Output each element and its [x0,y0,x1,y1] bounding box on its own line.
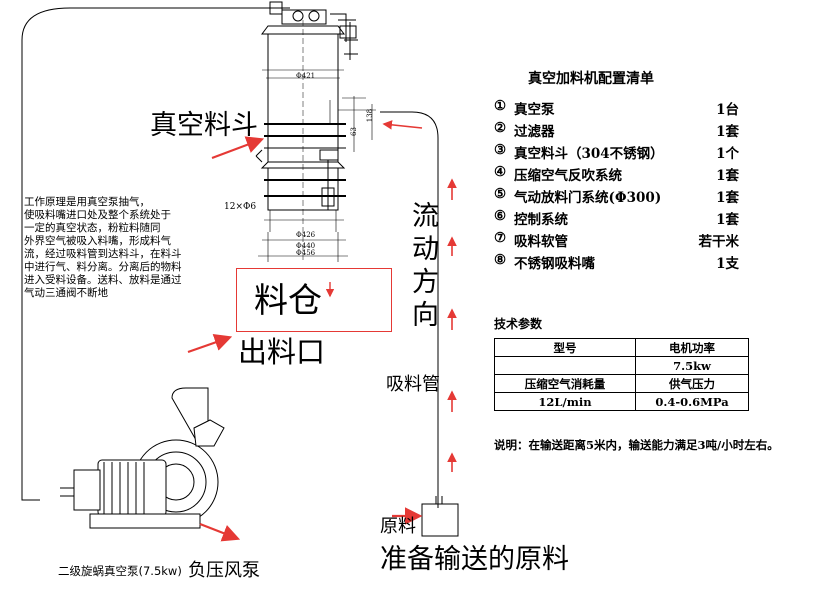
config-item: ⑤ 气动放料门系统(Φ300) 1套 [494,183,739,206]
config-item-name: 真空泵 [514,102,555,118]
label-pump: 负压风泵 [188,560,260,581]
dim-bolts: 12×Φ6 [224,202,257,212]
config-item-num: ⑤ [494,186,507,202]
spec-row: 型号 电机功率 [494,338,749,357]
working-principle: 工作原理是用真空泵抽气， 使吸料嘴进口处及整个系统处于 一定的真空状态，粉粒料随… [24,196,236,300]
config-item-name: 过滤器 [514,124,555,140]
vacuum-pipe [21,7,290,501]
config-item: ⑦ 吸料软管 若干米 [494,227,740,250]
config-item-num: ⑦ [494,230,507,246]
label-prepare: 准备输送的原料 [380,544,569,575]
spec-row: 压缩空气消耗量 供气压力 [494,374,749,393]
label-bin: 料仓 [254,281,322,321]
principle-line: 流，经过吸料管到达料斗，在料斗 [24,248,182,260]
config-item-qty: 1套 [716,168,739,184]
config-item-qty: 若干米 [698,234,740,250]
annotation-arrows [187,120,423,542]
principle-line: 进入受料设备。送料、放料是通过 [24,274,182,286]
principle-line: 工作原理是用真空泵抽气， [24,196,150,208]
bin-frame [236,268,392,332]
label-flow-direction: 流 动 方 向 [412,200,442,332]
label-outlet: 出料口 [238,335,326,369]
spec-cell: 12L/min [494,392,636,411]
spec-cell: 供气压力 [635,374,749,393]
filter-head [261,1,358,60]
spec-cell: 0.4-0.6MPa [635,392,749,411]
config-item: ② 过滤器 1套 [494,117,739,140]
label-hopper: 真空料斗 [150,110,258,141]
spec-table: 型号 电机功率 7.5kw 压缩空气消耗量 供气压力 12L/min 0.4-0… [494,338,749,411]
config-item-name: 气动放料门系统(Φ300) [514,190,662,206]
flow-char: 流 [412,201,439,232]
principle-line: 气动三通阀不断地 [24,287,108,299]
spec-title: 技术参数 [494,317,543,331]
spec-row: 7.5kw [494,356,749,375]
dim-d421: Φ421 [296,72,316,80]
config-item-num: ① [494,98,507,114]
config-item: ① 真空泵 1台 [494,95,739,118]
label-suction-pipe: 吸料管 [386,374,440,395]
config-item-num: ⑥ [494,208,507,224]
spec-cell: 电机功率 [635,338,749,357]
config-item-name: 真空料斗（304不锈钢） [514,146,664,162]
principle-line: 一定的真空状态，粉粒料随同 [24,222,161,234]
config-item-qty: 1套 [716,212,739,228]
config-list: ① 真空泵 1台 ② 过滤器 1套 ③ 真空料斗（304不锈钢） 1个 ④ 压缩空气反吹系统 1… [494,95,740,272]
spec-cell: 压缩空气消耗量 [494,374,636,393]
config-item-num: ③ [494,142,507,158]
config-item-num: ⑧ [494,252,507,268]
config-item: ⑥ 控制系统 1套 [494,205,739,228]
config-item: ④ 压缩空气反吹系统 1套 [494,161,739,184]
config-item-name: 压缩空气反吹系统 [514,168,622,184]
config-item-name: 吸料软管 [514,234,568,250]
dim-h138: 138 [366,108,375,123]
config-item-name: 控制系统 [514,212,568,228]
config-item-qty: 1台 [716,102,739,118]
spec-row: 12L/min 0.4-0.6MPa [494,392,749,411]
config-item-qty: 1套 [716,190,739,206]
suction-pipe [380,111,439,508]
dim-d456: Φ456 [296,249,316,257]
config-item: ⑧ 不锈钢吸料嘴 1支 [494,249,739,272]
principle-line: 中进行气、料分离。分离后的物料 [24,261,182,273]
raw-material-container [421,496,459,537]
vacuum-hopper-body [255,20,376,262]
spec-cell [494,356,636,375]
config-item-name: 不锈钢吸料嘴 [514,256,595,272]
flow-char: 动 [412,234,439,265]
principle-line: 使吸料嘴进口处及整个系统处于 [24,209,171,221]
label-pump-model: 二级旋蜗真空泵(7.5kw) [58,564,182,578]
config-item-num: ④ [494,164,507,180]
spec-cell: 7.5kw [635,356,749,375]
principle-line: 外界空气被吸入料嘴，形成料气 [24,235,171,247]
dim-h63: 63 [349,127,358,136]
spec-note: 说明：在输送距离5米内，输送能力满足3吨/小时左右。 [494,438,779,452]
flow-char: 方 [412,267,439,298]
config-item: ③ 真空料斗（304不锈钢） 1个 [494,139,739,162]
flow-char: 向 [412,300,439,331]
config-item-qty: 1套 [716,124,739,140]
spec-cell: 型号 [494,338,636,357]
label-raw-material: 原料 [380,516,416,537]
config-item-num: ② [494,120,507,136]
vacuum-pump [60,387,225,529]
config-title: 真空加料机配置清单 [528,71,654,87]
dim-d440: Φ440 [296,242,316,250]
dim-d426: Φ426 [296,231,316,239]
config-item-qty: 1个 [716,146,739,162]
config-item-qty: 1支 [716,256,739,272]
